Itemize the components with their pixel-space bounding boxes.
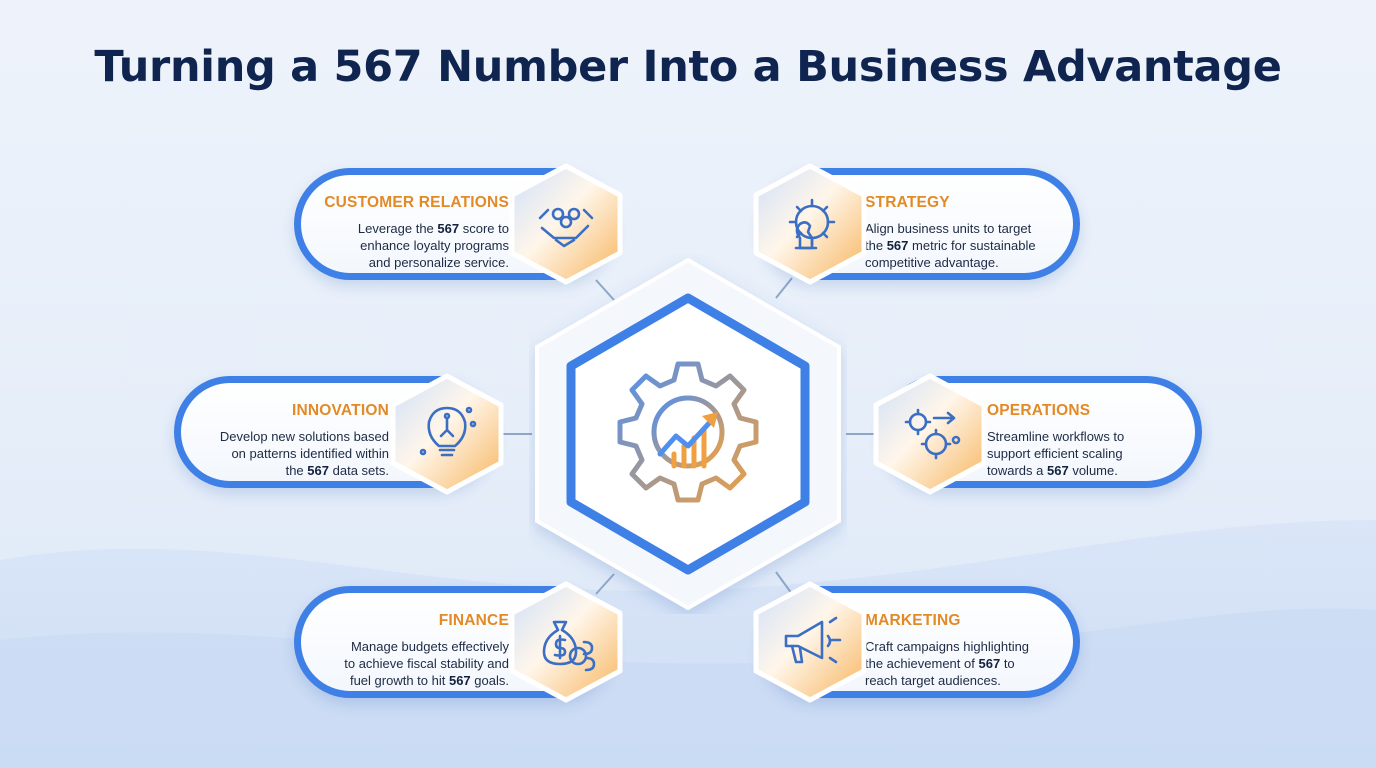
center-hexagon (535, 257, 841, 611)
money-bag-coins-icon (542, 620, 596, 672)
hex-finance (509, 581, 623, 703)
gears-arrow-icon (904, 408, 961, 460)
hex-customer-relations (509, 163, 623, 285)
card-description: Leverage the 567 score to enhance loyalt… (357, 221, 509, 270)
card-heading: FINANCE (438, 612, 509, 629)
handshake-people-icon (538, 207, 594, 248)
card-heading: OPERATIONS (987, 402, 1091, 419)
gear-growth-chart-icon (617, 361, 759, 503)
card-heading: STRATEGY (865, 194, 950, 211)
lightbulb-circuit-icon (419, 406, 477, 457)
hex-strategy (753, 163, 867, 285)
hex-innovation (390, 373, 504, 495)
card-heading: INNOVATION (291, 402, 389, 419)
megaphone-icon (784, 616, 842, 664)
card-heading: MARKETING (865, 612, 961, 629)
card-description: Craft campaigns highlighting the achieve… (865, 639, 1030, 688)
gear-chess-icon (788, 198, 836, 250)
card-description: Manage budgets effectively to achieve fi… (344, 639, 509, 688)
page-title: Turning a 567 Number Into a Business Adv… (94, 42, 1282, 92)
card-description: Develop new solutions based on patterns … (219, 429, 389, 478)
hex-operations (873, 373, 987, 495)
card-heading: CUSTOMER RELATIONS (324, 194, 509, 211)
card-description: Streamline workflows to support efficien… (987, 429, 1125, 478)
card-description: Align business units to target the 567 m… (865, 221, 1036, 270)
hex-marketing (753, 581, 867, 703)
connector-lines (503, 277, 876, 595)
